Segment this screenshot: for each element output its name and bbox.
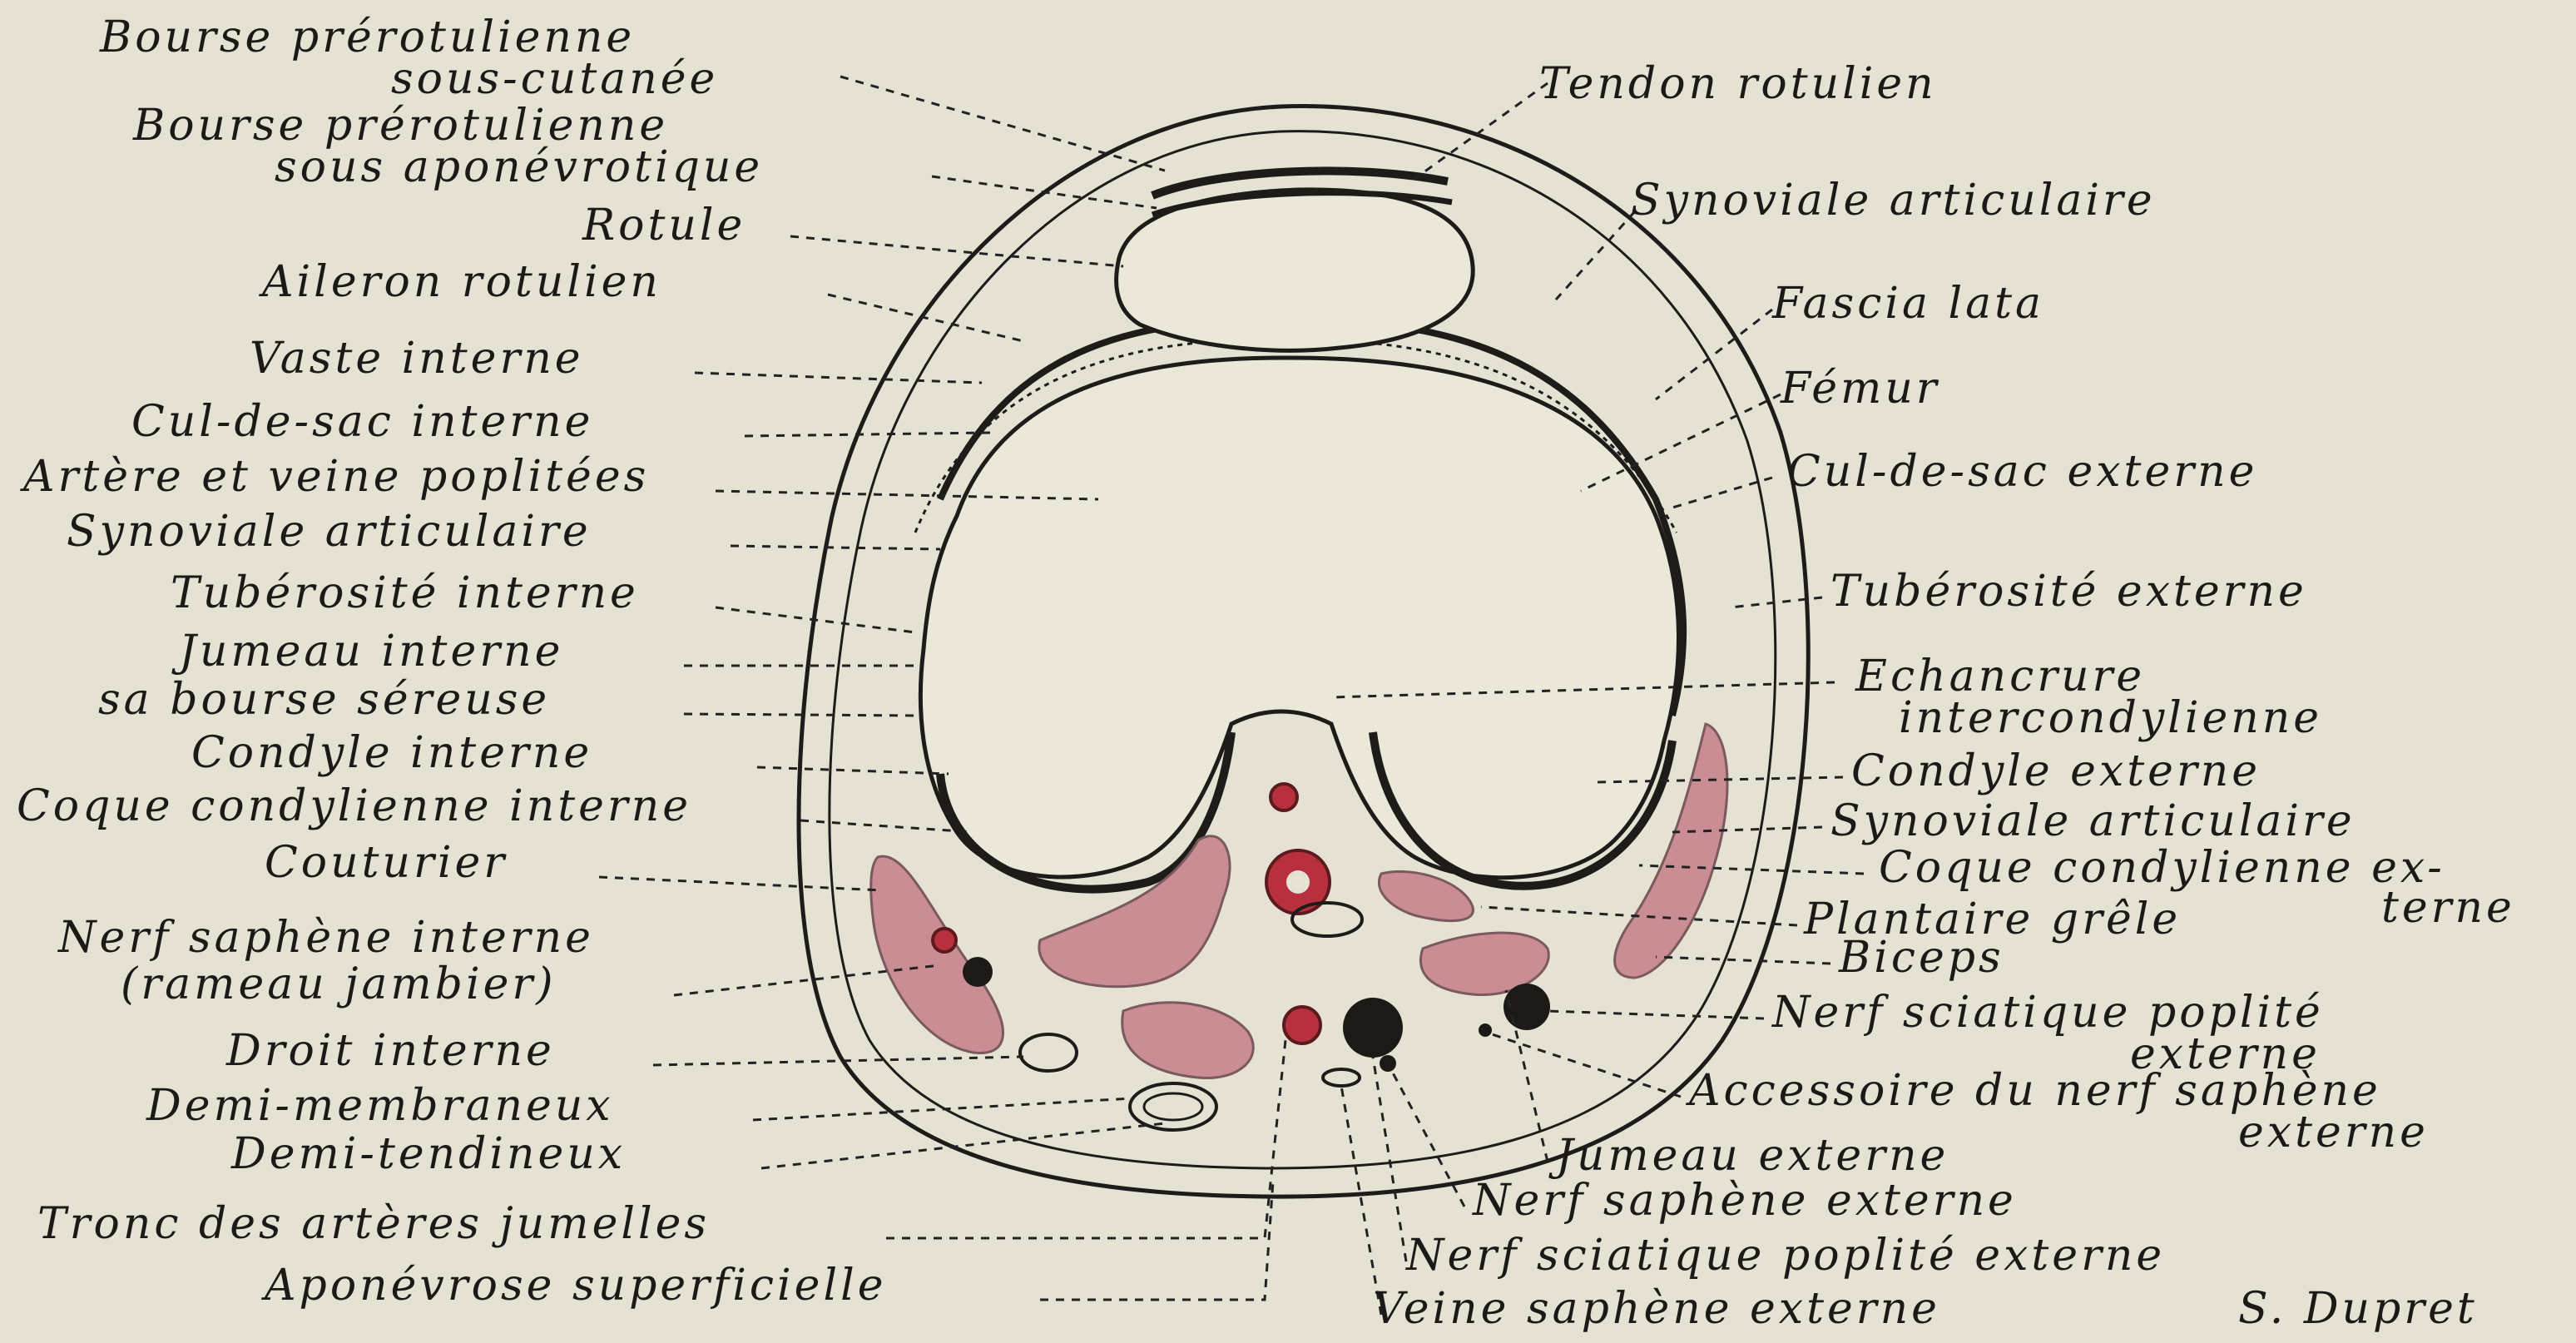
leader-fascia-lata xyxy=(1656,310,1772,399)
label-veine-saphene-externe: Veine saphène externe xyxy=(1373,1284,1940,1334)
leader-aponevrose xyxy=(1040,1182,1273,1300)
leader-vaste-interne xyxy=(695,373,982,383)
label-jumeau-externe: Jumeau externe xyxy=(1548,1131,1949,1181)
leader-condyle-interne xyxy=(757,767,949,774)
saphenous-nerve xyxy=(963,957,993,987)
artist-signature: S. Dupret xyxy=(2238,1284,2478,1334)
label-biceps: Biceps xyxy=(1838,933,2004,983)
semimembranosus-muscle xyxy=(1122,1003,1254,1078)
leader-cul-de-sac-interne xyxy=(745,433,990,436)
gracilis-tendon xyxy=(1020,1034,1077,1071)
leader-demi-tendineux xyxy=(761,1123,1165,1168)
label-synoviale-articulaire-droite-1: Synoviale articulaire xyxy=(1631,176,2156,225)
small-saphenous-vein xyxy=(1323,1069,1360,1086)
saphenous-vessel xyxy=(933,929,956,952)
label-rotule: Rotule xyxy=(582,201,746,250)
label-condyle-interne: Condyle interne xyxy=(191,728,592,778)
label-synoviale-articulaire-gauche: Synoviale articulaire xyxy=(67,507,592,557)
leader-accessoire xyxy=(1489,1033,1681,1097)
label-couturier: Couturier xyxy=(265,838,508,888)
label-sous-cutanee: sous-cutanée xyxy=(391,54,718,104)
label-nerf-saphene-interne: Nerf saphène interne xyxy=(57,913,594,963)
label-fascia-lata: Fascia lata xyxy=(1771,279,2044,329)
label-rameau-jambier: (rameau jambier) xyxy=(121,959,557,1009)
leader-nerf-sciatique-d xyxy=(1548,1011,1764,1018)
femur xyxy=(920,358,1678,878)
leader-biceps xyxy=(1656,957,1830,964)
semitendinosus-tendon-inner xyxy=(1144,1093,1202,1120)
label-accessoire-nerf-saphene-2: externe xyxy=(2238,1108,2429,1157)
leader-synoviale-g xyxy=(731,546,940,549)
label-nerf-sciatique-poplite-externe-bas: Nerf sciatique poplité externe xyxy=(1404,1231,2165,1281)
leader-rotule xyxy=(790,236,1123,266)
labels-left: Bourse prérotulienne sous-cutanée Bourse… xyxy=(17,12,886,1311)
leader-bourse-sereuse xyxy=(684,714,915,716)
label-droit-interne: Droit interne xyxy=(225,1026,555,1076)
label-cul-de-sac-externe: Cul-de-sac externe xyxy=(1787,447,2257,497)
knee-section-drawing xyxy=(799,107,1808,1197)
label-jumeau-interne: Jumeau interne xyxy=(171,627,563,676)
sural-nerve-small xyxy=(1380,1055,1396,1072)
label-demi-membraneux: Demi-membraneux xyxy=(146,1081,614,1131)
label-condyle-externe: Condyle externe xyxy=(1851,746,2261,796)
leader-synoviale-d1 xyxy=(1556,211,1635,300)
popliteal-vein xyxy=(1292,903,1362,936)
label-artere-veine-poplitees: Artère et veine poplitées xyxy=(20,452,649,502)
leader-couturier xyxy=(599,877,882,890)
label-aponevrose-superficielle: Aponévrose superficielle xyxy=(261,1261,886,1311)
label-femur: Fémur xyxy=(1780,364,1940,414)
label-coque-condylienne-interne: Coque condylienne interne xyxy=(17,781,691,831)
label-synoviale-articulaire-droite-2: Synoviale articulaire xyxy=(1830,796,2356,846)
plantaris-muscle xyxy=(1379,871,1473,920)
leader-nerf-sciatique-bas xyxy=(1373,1057,1406,1261)
label-sous-aponevrotique: sous aponévrotique xyxy=(275,142,763,192)
popliteal-artery-lumen xyxy=(1286,870,1310,894)
leader-bourse-sous-cutanee xyxy=(840,77,1165,171)
sciatic-nerve xyxy=(1343,998,1403,1058)
label-coque-condylienne-externe-2: terne xyxy=(2381,883,2515,933)
sural-artery-trunk xyxy=(1284,1007,1320,1043)
label-demi-tendineux: Demi-tendineux xyxy=(230,1129,626,1179)
label-tronc-arteres-jumelles: Tronc des artères jumelles xyxy=(37,1199,710,1249)
label-vaste-interne: Vaste interne xyxy=(250,334,584,384)
label-cul-de-sac-interne: Cul-de-sac interne xyxy=(131,397,593,447)
sartorius-muscle xyxy=(871,856,1003,1053)
label-bourse-sereuse: sa bourse séreuse xyxy=(98,675,550,725)
label-coque-condylienne-externe: Coque condylienne ex- xyxy=(1879,843,2445,893)
label-tuberosite-externe: Tubérosité externe xyxy=(1830,567,2307,617)
leader-coque-interne xyxy=(800,820,973,832)
small-articular-artery xyxy=(1271,784,1297,810)
leader-aileron xyxy=(828,295,1023,341)
leader-bourse-sous-aponevrotique xyxy=(932,176,1157,208)
label-intercondylienne: intercondylienne xyxy=(1899,693,2322,743)
label-tendon-rotulien: Tendon rotulien xyxy=(1539,59,1937,109)
label-aileron-rotulien: Aileron rotulien xyxy=(259,257,661,307)
patella xyxy=(1117,190,1474,350)
label-tuberosite-interne: Tubérosité interne xyxy=(171,568,639,618)
label-nerf-saphene-externe: Nerf saphène externe xyxy=(1471,1176,2017,1226)
leader-droit-interne xyxy=(653,1057,1023,1065)
leader-veine-saphene xyxy=(1341,1086,1381,1315)
leader-demi-membraneux xyxy=(753,1098,1132,1120)
accessory-nerve-small xyxy=(1479,1023,1492,1037)
